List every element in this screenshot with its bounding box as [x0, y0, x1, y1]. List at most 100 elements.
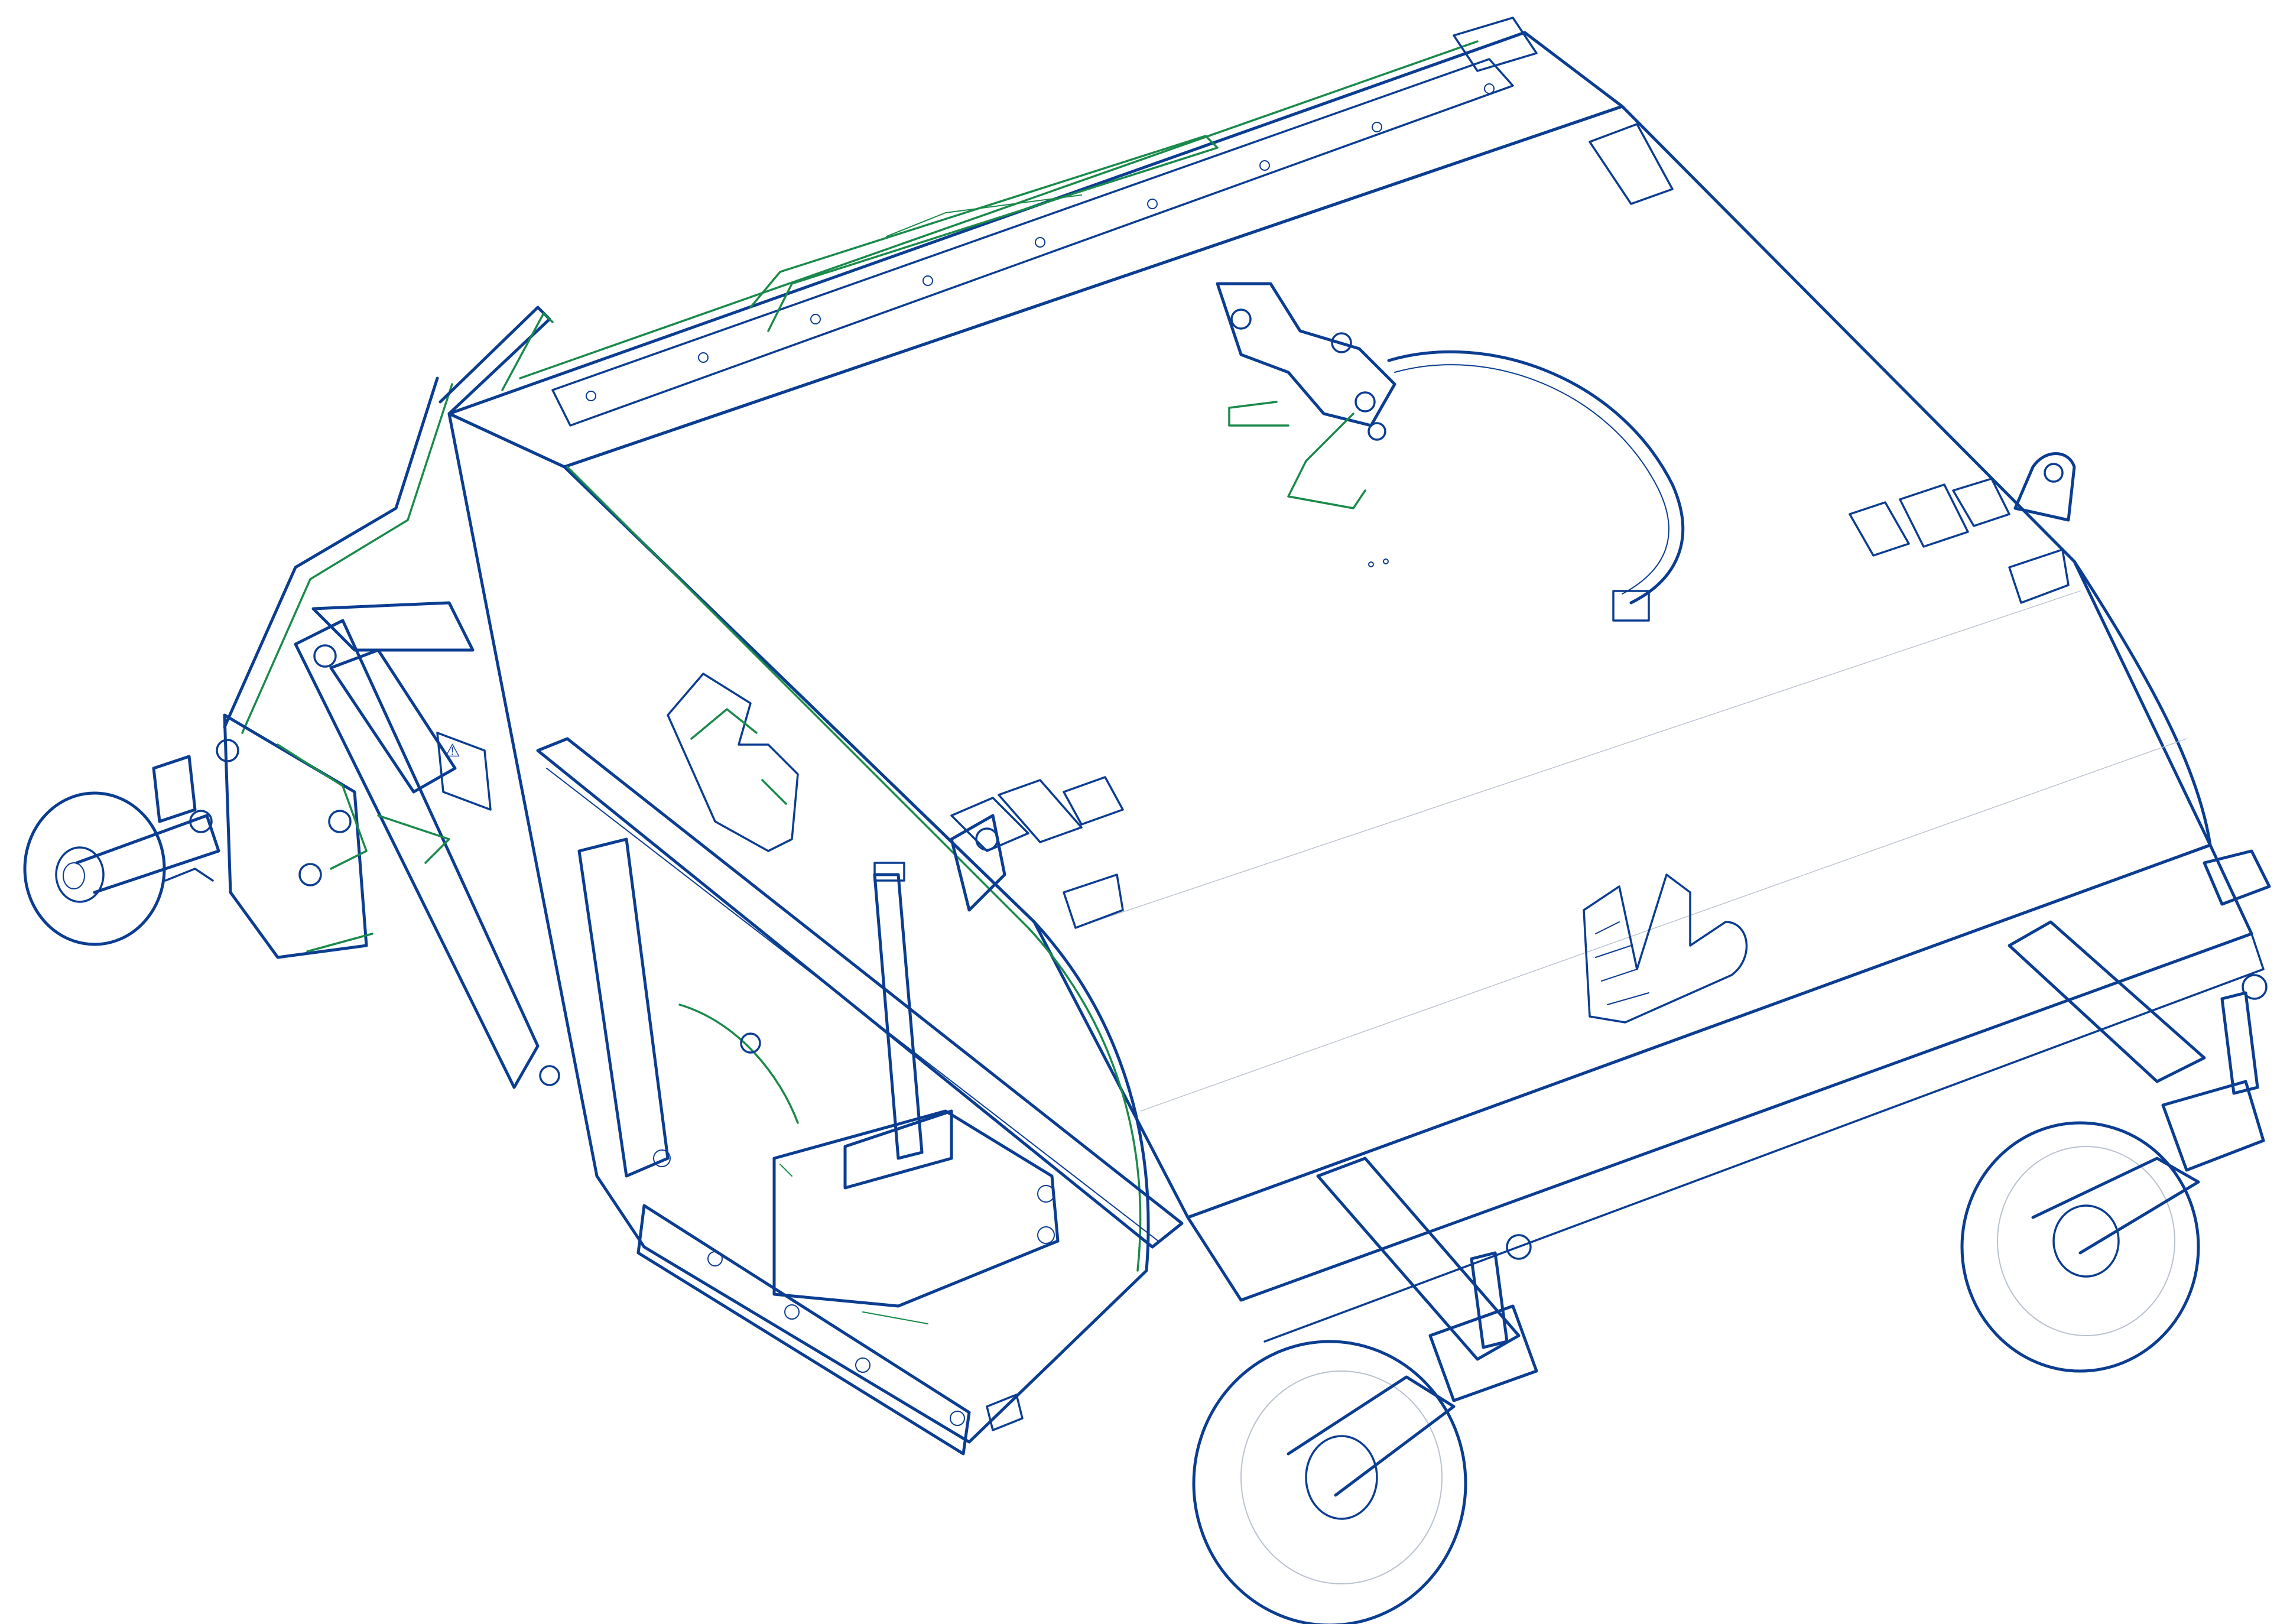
bolt: [707, 1251, 723, 1266]
caster-mount-right: [2161, 1080, 2265, 1172]
front-right-wheel-rim: [1997, 1146, 2175, 1336]
bolt: [653, 1149, 671, 1167]
a-frame-arm-green: [241, 383, 453, 734]
bolt: [586, 391, 596, 401]
adjuster-knob: [740, 1032, 761, 1054]
mount-hole: [1368, 561, 1374, 567]
front-left-wheel: [1192, 1340, 1467, 1624]
bolt: [784, 1304, 800, 1320]
left-caster-wheel: [23, 791, 166, 946]
front-right-wheel: [1960, 1121, 2200, 1373]
mid-decal-plate: [1063, 776, 1124, 826]
valve-port: [1230, 308, 1252, 330]
side-panel-outline: [447, 412, 1150, 1444]
left-caster-fork: [75, 814, 220, 894]
three-point-lift-frame: ⚠: [23, 306, 560, 1089]
adjuster-arc: [678, 1003, 799, 1124]
lift-eye-hole: [2044, 463, 2064, 483]
bolt: [698, 352, 709, 363]
rear-decal-plate: [1589, 123, 1674, 205]
front-decal-plate: [1952, 478, 2010, 527]
pivot-bolt: [975, 827, 999, 851]
bolt: [855, 1357, 870, 1373]
pin-bolt: [298, 863, 322, 886]
hood-flap: [749, 135, 1219, 332]
caster-spindle-right: [2220, 991, 2259, 1095]
front-skirt: [1240, 933, 2265, 1343]
lower-seam: [1140, 738, 2187, 1112]
pin-bolt: [313, 644, 337, 668]
grease-cap: [1506, 1234, 1532, 1260]
tie-bracket: [2008, 548, 2070, 604]
bolt: [950, 1411, 965, 1426]
front-decal-plate: [1899, 483, 1969, 548]
mid-decal-plate: [950, 797, 1029, 852]
valve-port: [1368, 422, 1386, 441]
rear-rail-strip: [551, 58, 1514, 427]
left-side-panel: [447, 412, 1184, 1456]
mid-decal-plate: [998, 779, 1083, 843]
small-bracket: [986, 1394, 1024, 1431]
valve-assembly: [1216, 282, 1396, 427]
left-caster-clip: [164, 868, 214, 882]
valve-bracket: [1228, 401, 1366, 509]
bolt: [923, 275, 933, 286]
hood-flap-2: [886, 194, 1082, 237]
warning-triangle-icon: ⚠: [444, 740, 460, 761]
upper-pivot-bracket: [950, 814, 1006, 912]
hydraulic-hose-inner: [1394, 364, 1669, 595]
hopper-top-panel: [563, 105, 2212, 1219]
lift-eye: [2013, 452, 2076, 522]
front-decal-plate: [1849, 501, 1910, 557]
front-frame-beam: [536, 737, 1184, 1249]
hydraulic-hose: [1387, 350, 1685, 605]
motor-bracket-green: [779, 1164, 928, 1324]
front-frame-beam-inner: [546, 768, 1159, 1242]
pin-bolt: [216, 739, 239, 762]
bolt: [1035, 237, 1045, 248]
caster-beam-right: [2008, 920, 2206, 1083]
lift-bar: [311, 601, 475, 652]
left-caster-hub: [55, 846, 105, 903]
bolt: [1259, 160, 1270, 171]
left-caster-hub-inner: [63, 862, 85, 889]
hopper-body: [447, 31, 2265, 1343]
hydraulic-valve-block: [1216, 282, 1685, 622]
top-link-handle: [501, 312, 554, 391]
front-left-wheel-rim: [1240, 1370, 1443, 1584]
wb-flag-logo: [667, 673, 799, 852]
bolt: [1372, 122, 1382, 132]
cylinder-cap: [873, 862, 905, 882]
left-caster-post: [152, 755, 197, 823]
side-panel-curve-green: [566, 466, 1142, 1272]
valve-port: [1354, 391, 1376, 413]
motor-body: [843, 1109, 953, 1190]
warning-decal: [436, 732, 492, 811]
lift-plate: [223, 713, 368, 959]
pin-bolt: [328, 810, 352, 833]
top-seam: [1075, 590, 2081, 928]
rail-bolts: [586, 17, 1538, 401]
front-left-fork: [1287, 1375, 1456, 1497]
front-shroud-curve: [2073, 560, 2212, 847]
rear-rail-green: [519, 40, 1479, 379]
bolt: [1037, 1185, 1055, 1203]
vertical-post: [577, 837, 670, 1178]
mount-hole: [1383, 558, 1389, 564]
hydraulic-cylinder: [873, 873, 924, 1160]
grease-cap: [2242, 974, 2268, 1000]
caster-spindle-left: [1470, 1251, 1509, 1349]
rear-caster-arm: [2203, 849, 2271, 906]
hose-fitting: [1612, 590, 1650, 622]
lift-gusset: [306, 814, 450, 953]
wb-flag-logo: [1583, 873, 1748, 1024]
tie-bracket: [1063, 873, 1124, 929]
front-right-fork: [2031, 1157, 2200, 1255]
lift-plate-green: [277, 743, 368, 870]
lift-strut: [294, 619, 540, 1089]
skid-plate: [636, 1204, 971, 1456]
front-panel-lower: [1186, 843, 2253, 1302]
bolt: [1484, 83, 1495, 94]
a-frame-arm: [223, 376, 439, 729]
